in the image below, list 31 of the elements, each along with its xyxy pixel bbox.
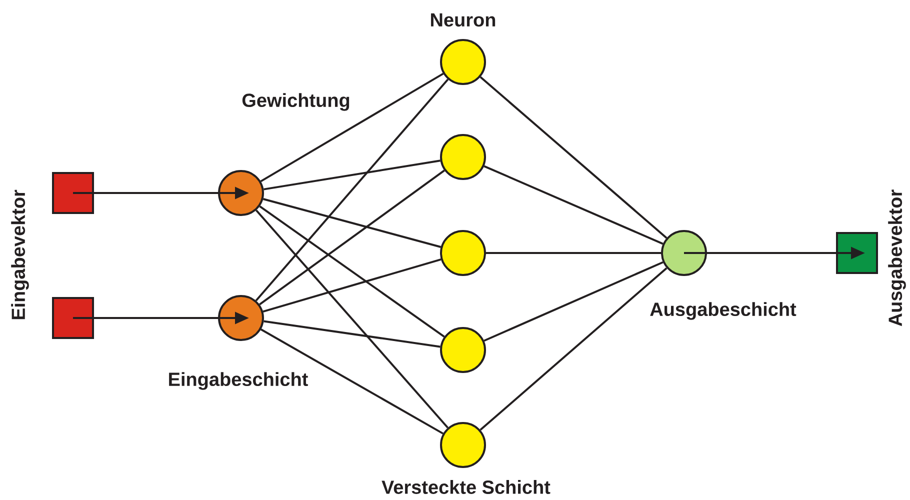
- connection-line: [255, 78, 449, 302]
- connection-line: [480, 267, 668, 431]
- connection-line: [264, 320, 440, 348]
- layer-label: Gewichtung: [242, 93, 350, 111]
- hidden-neuron: [440, 422, 486, 468]
- connection-line: [259, 205, 445, 338]
- connection-line: [480, 76, 668, 239]
- connection-line: [264, 160, 440, 190]
- layer-label: Ausgabevektor: [888, 190, 906, 326]
- input-square: [52, 172, 94, 214]
- input-neuron: [218, 295, 264, 341]
- hidden-neuron: [440, 326, 486, 373]
- output-square: [836, 232, 878, 274]
- input-neuron: [218, 170, 264, 216]
- output-neuron: [661, 230, 707, 276]
- connection-line: [484, 165, 664, 245]
- hidden-neuron: [440, 230, 486, 276]
- connection-line: [262, 198, 442, 248]
- connection-line: [260, 328, 444, 434]
- connection-line: [255, 210, 449, 428]
- connection-line: [260, 72, 444, 182]
- layer-label: Ausgabeschicht: [650, 302, 796, 320]
- connection-line: [259, 170, 445, 306]
- hidden-neuron: [440, 134, 486, 180]
- layer-label: Eingabeschicht: [169, 372, 308, 390]
- hidden-neuron: [440, 39, 486, 85]
- connection-line: [486, 252, 661, 254]
- connection-line: [262, 258, 442, 312]
- connection-line: [484, 261, 664, 342]
- input-square: [52, 297, 94, 339]
- layer-label: Eingabevektor: [11, 190, 29, 320]
